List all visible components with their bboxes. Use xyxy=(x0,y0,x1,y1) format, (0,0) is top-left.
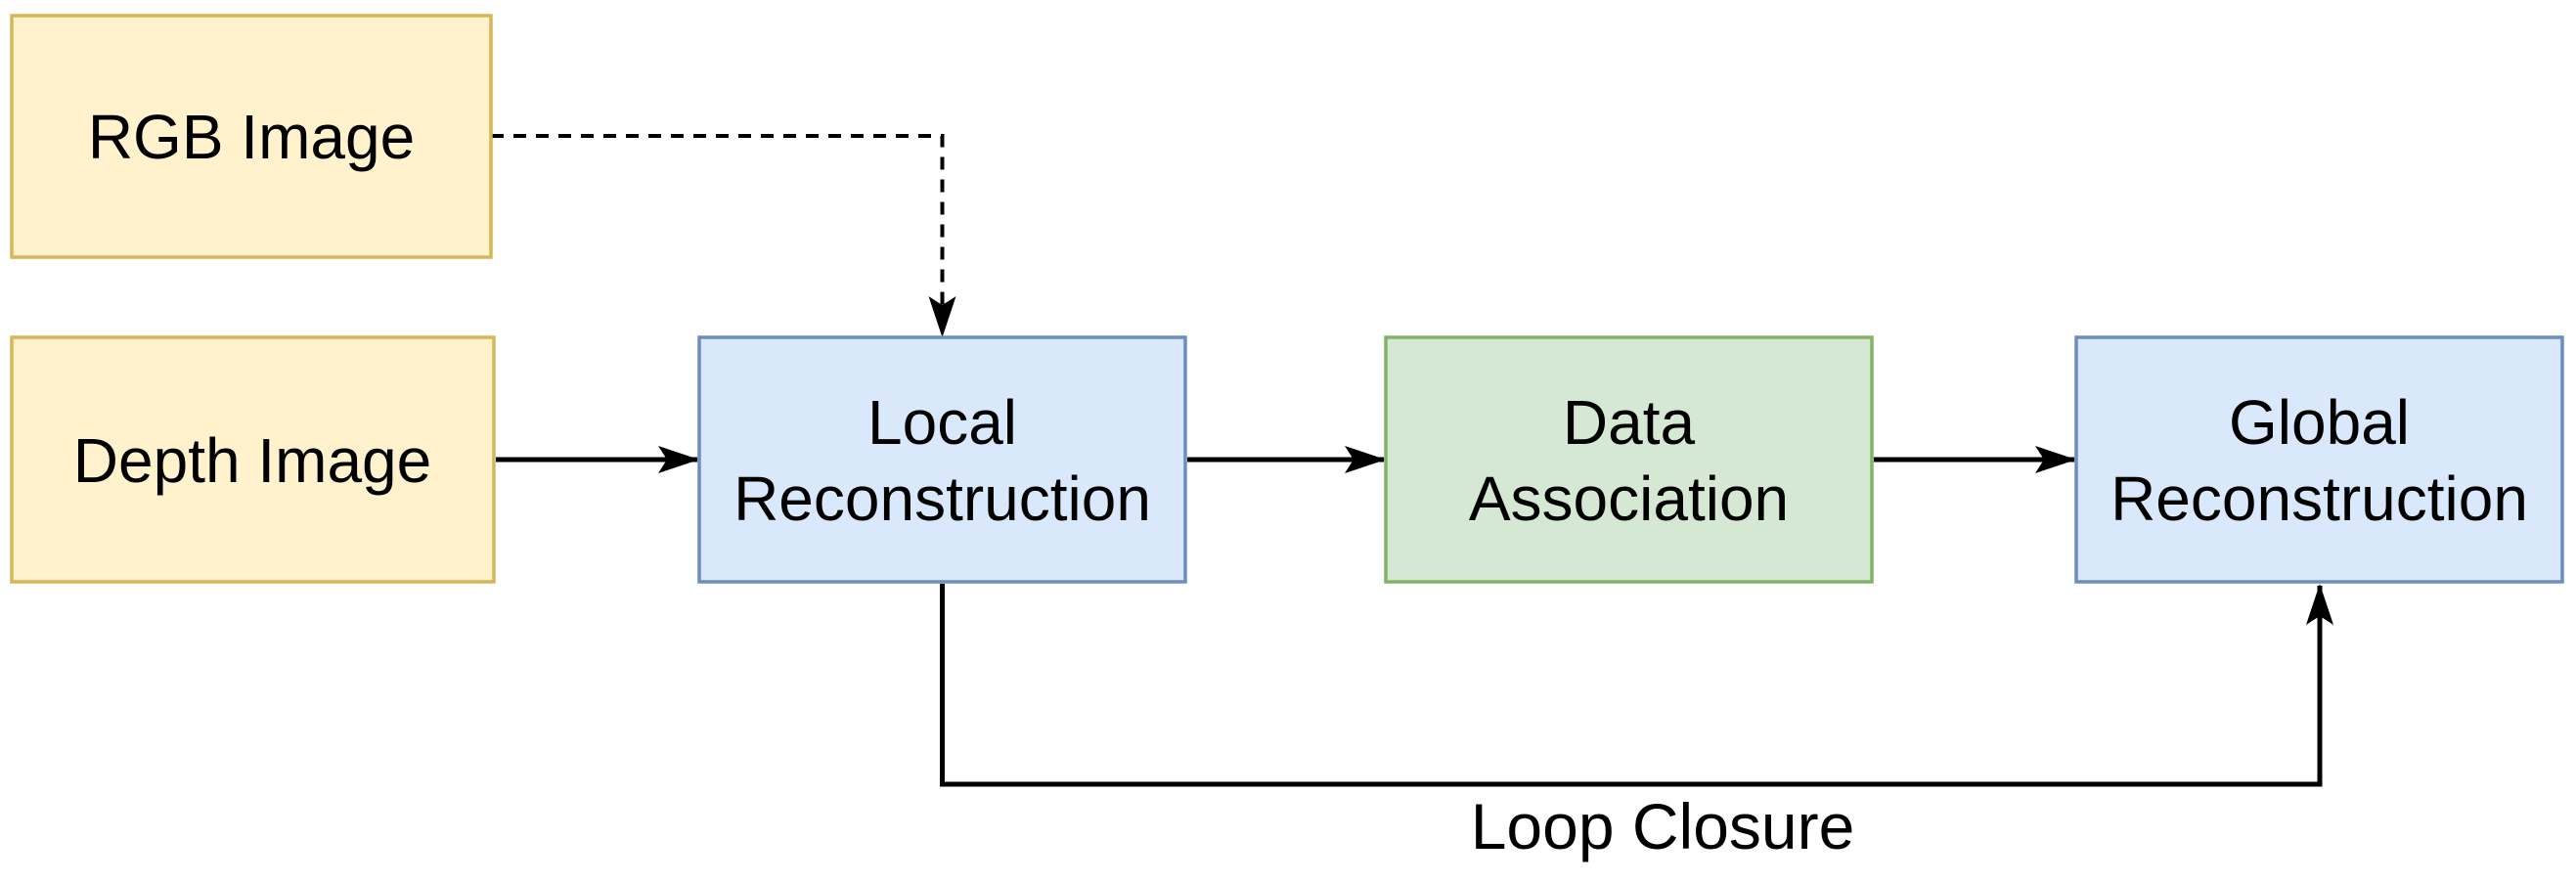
edge-loop-closure-label: Loop Closure xyxy=(1471,790,1855,862)
node-local-reconstruction-label-line1: Local xyxy=(867,387,1017,458)
node-depth-image-label: Depth Image xyxy=(73,425,431,496)
node-depth-image-box xyxy=(10,335,496,584)
node-rgb-image-label: RGB Image xyxy=(88,102,415,172)
node-rgb-image-box xyxy=(10,14,493,259)
node-global-reconstruction-label-line1: Global xyxy=(2229,387,2410,458)
edge-rgb-to-local-dashed xyxy=(491,134,956,337)
edge-loop-closure xyxy=(940,584,2333,787)
node-data-association-label-line2: Association xyxy=(1469,463,1789,534)
node-data-association-box xyxy=(1384,335,1874,584)
node-local-reconstruction-box xyxy=(697,335,1187,584)
node-data-association-label-line1: Data xyxy=(1563,387,1696,458)
node-global-reconstruction-box xyxy=(2074,335,2564,584)
node-global-reconstruction-label-line2: Reconstruction xyxy=(2110,463,2528,534)
node-local-reconstruction-label-line2: Reconstruction xyxy=(733,463,1151,534)
